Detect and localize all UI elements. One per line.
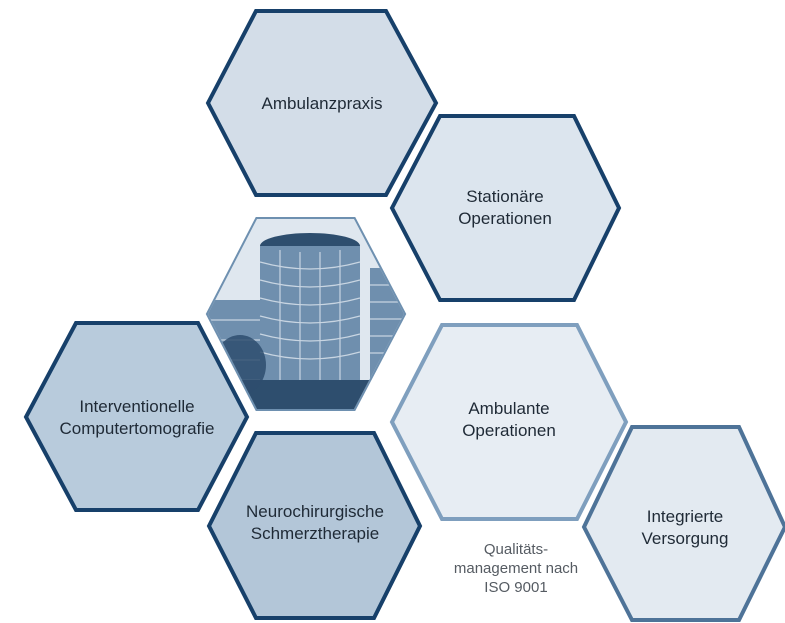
hexagon-building-photo bbox=[205, 217, 407, 411]
hexagon-ambulante-operationen bbox=[389, 323, 629, 521]
footnote-qualitaetsmanagement: Qualitäts- management nach ISO 9001 bbox=[453, 541, 579, 596]
hexagon-interventionelle-computertomografie bbox=[23, 321, 250, 512]
building-photo bbox=[208, 219, 404, 409]
hexagon-neurochirurgische-schmerztherapie bbox=[206, 431, 423, 620]
hexagon-integrierte-versorgung bbox=[581, 425, 785, 622]
hexagon-ambulanzpraxis bbox=[205, 9, 439, 197]
hexagon-stationaere-operationen bbox=[389, 114, 622, 302]
